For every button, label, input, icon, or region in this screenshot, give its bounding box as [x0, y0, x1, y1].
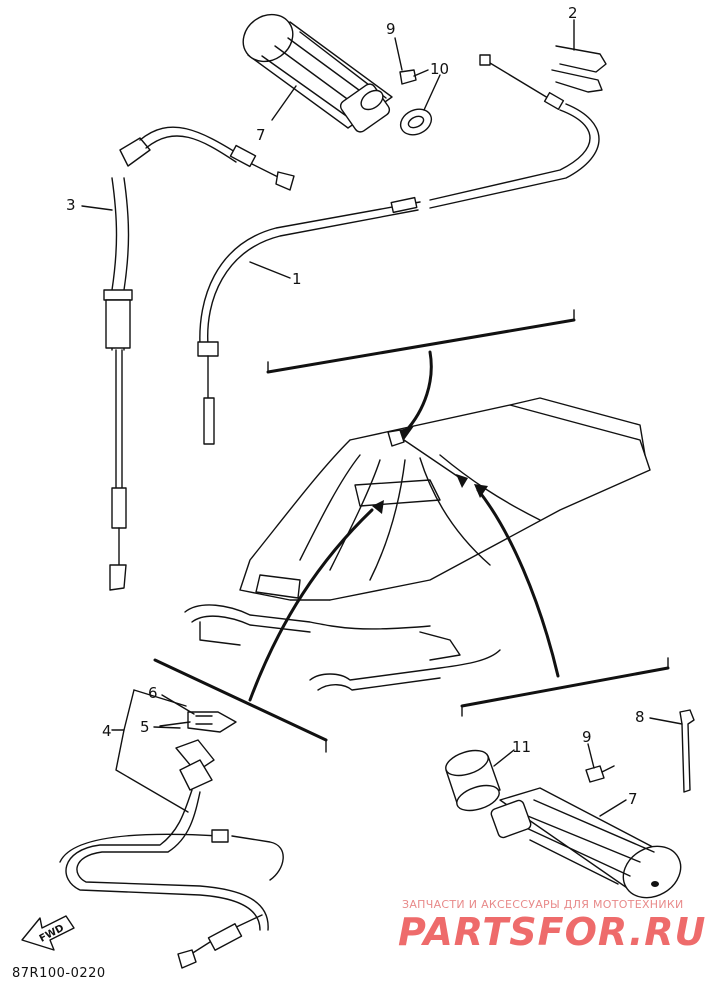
callout-11: 11	[512, 738, 531, 756]
handlebar-grip-bottom	[490, 787, 682, 899]
callout-1: 1	[292, 270, 302, 288]
callout-7-bottom: 7	[628, 790, 638, 808]
arrow-right-pointer	[474, 484, 560, 678]
arrow-left-pointer	[248, 508, 374, 702]
callout-3: 3	[66, 196, 76, 214]
watermark-logo: PARTSFOR.RU	[398, 910, 707, 954]
fwd-arrow-icon	[21, 915, 75, 951]
drawing-code: 87R100-0220	[12, 966, 106, 981]
collar-11	[445, 749, 501, 812]
screw-bottom	[585, 765, 615, 783]
callout-7-top: 7	[256, 126, 266, 144]
leader-lines-bottom	[153, 694, 683, 817]
watermark-tagline: ЗАПЧАСТИ И АКСЕССУАРЫ ДЛЯ МОТОТЕХНИКИ	[402, 898, 684, 911]
leader-lines-top	[81, 19, 575, 279]
screw-top	[399, 69, 429, 85]
speedometer-cable	[59, 711, 284, 969]
bolt-8	[679, 709, 695, 793]
handlebar-grip-top	[242, 13, 393, 133]
washer-top	[399, 108, 433, 136]
snowmobile-illustration	[184, 397, 651, 691]
callout-9-bottom: 9	[582, 728, 592, 746]
cable-clip	[551, 45, 607, 93]
callout-6: 6	[148, 684, 158, 702]
callout-frame-right	[460, 657, 670, 717]
callout-2: 2	[568, 4, 578, 22]
throttle-cable	[197, 54, 600, 445]
callout-10: 10	[430, 60, 449, 78]
callout-8: 8	[635, 708, 645, 726]
callout-9-top: 9	[386, 20, 396, 38]
callout-frame-top	[266, 309, 576, 440]
callout-frame-left	[153, 658, 328, 753]
callout-5: 5	[140, 718, 150, 736]
callout-4: 4	[102, 722, 112, 740]
brake-cable	[103, 126, 295, 591]
